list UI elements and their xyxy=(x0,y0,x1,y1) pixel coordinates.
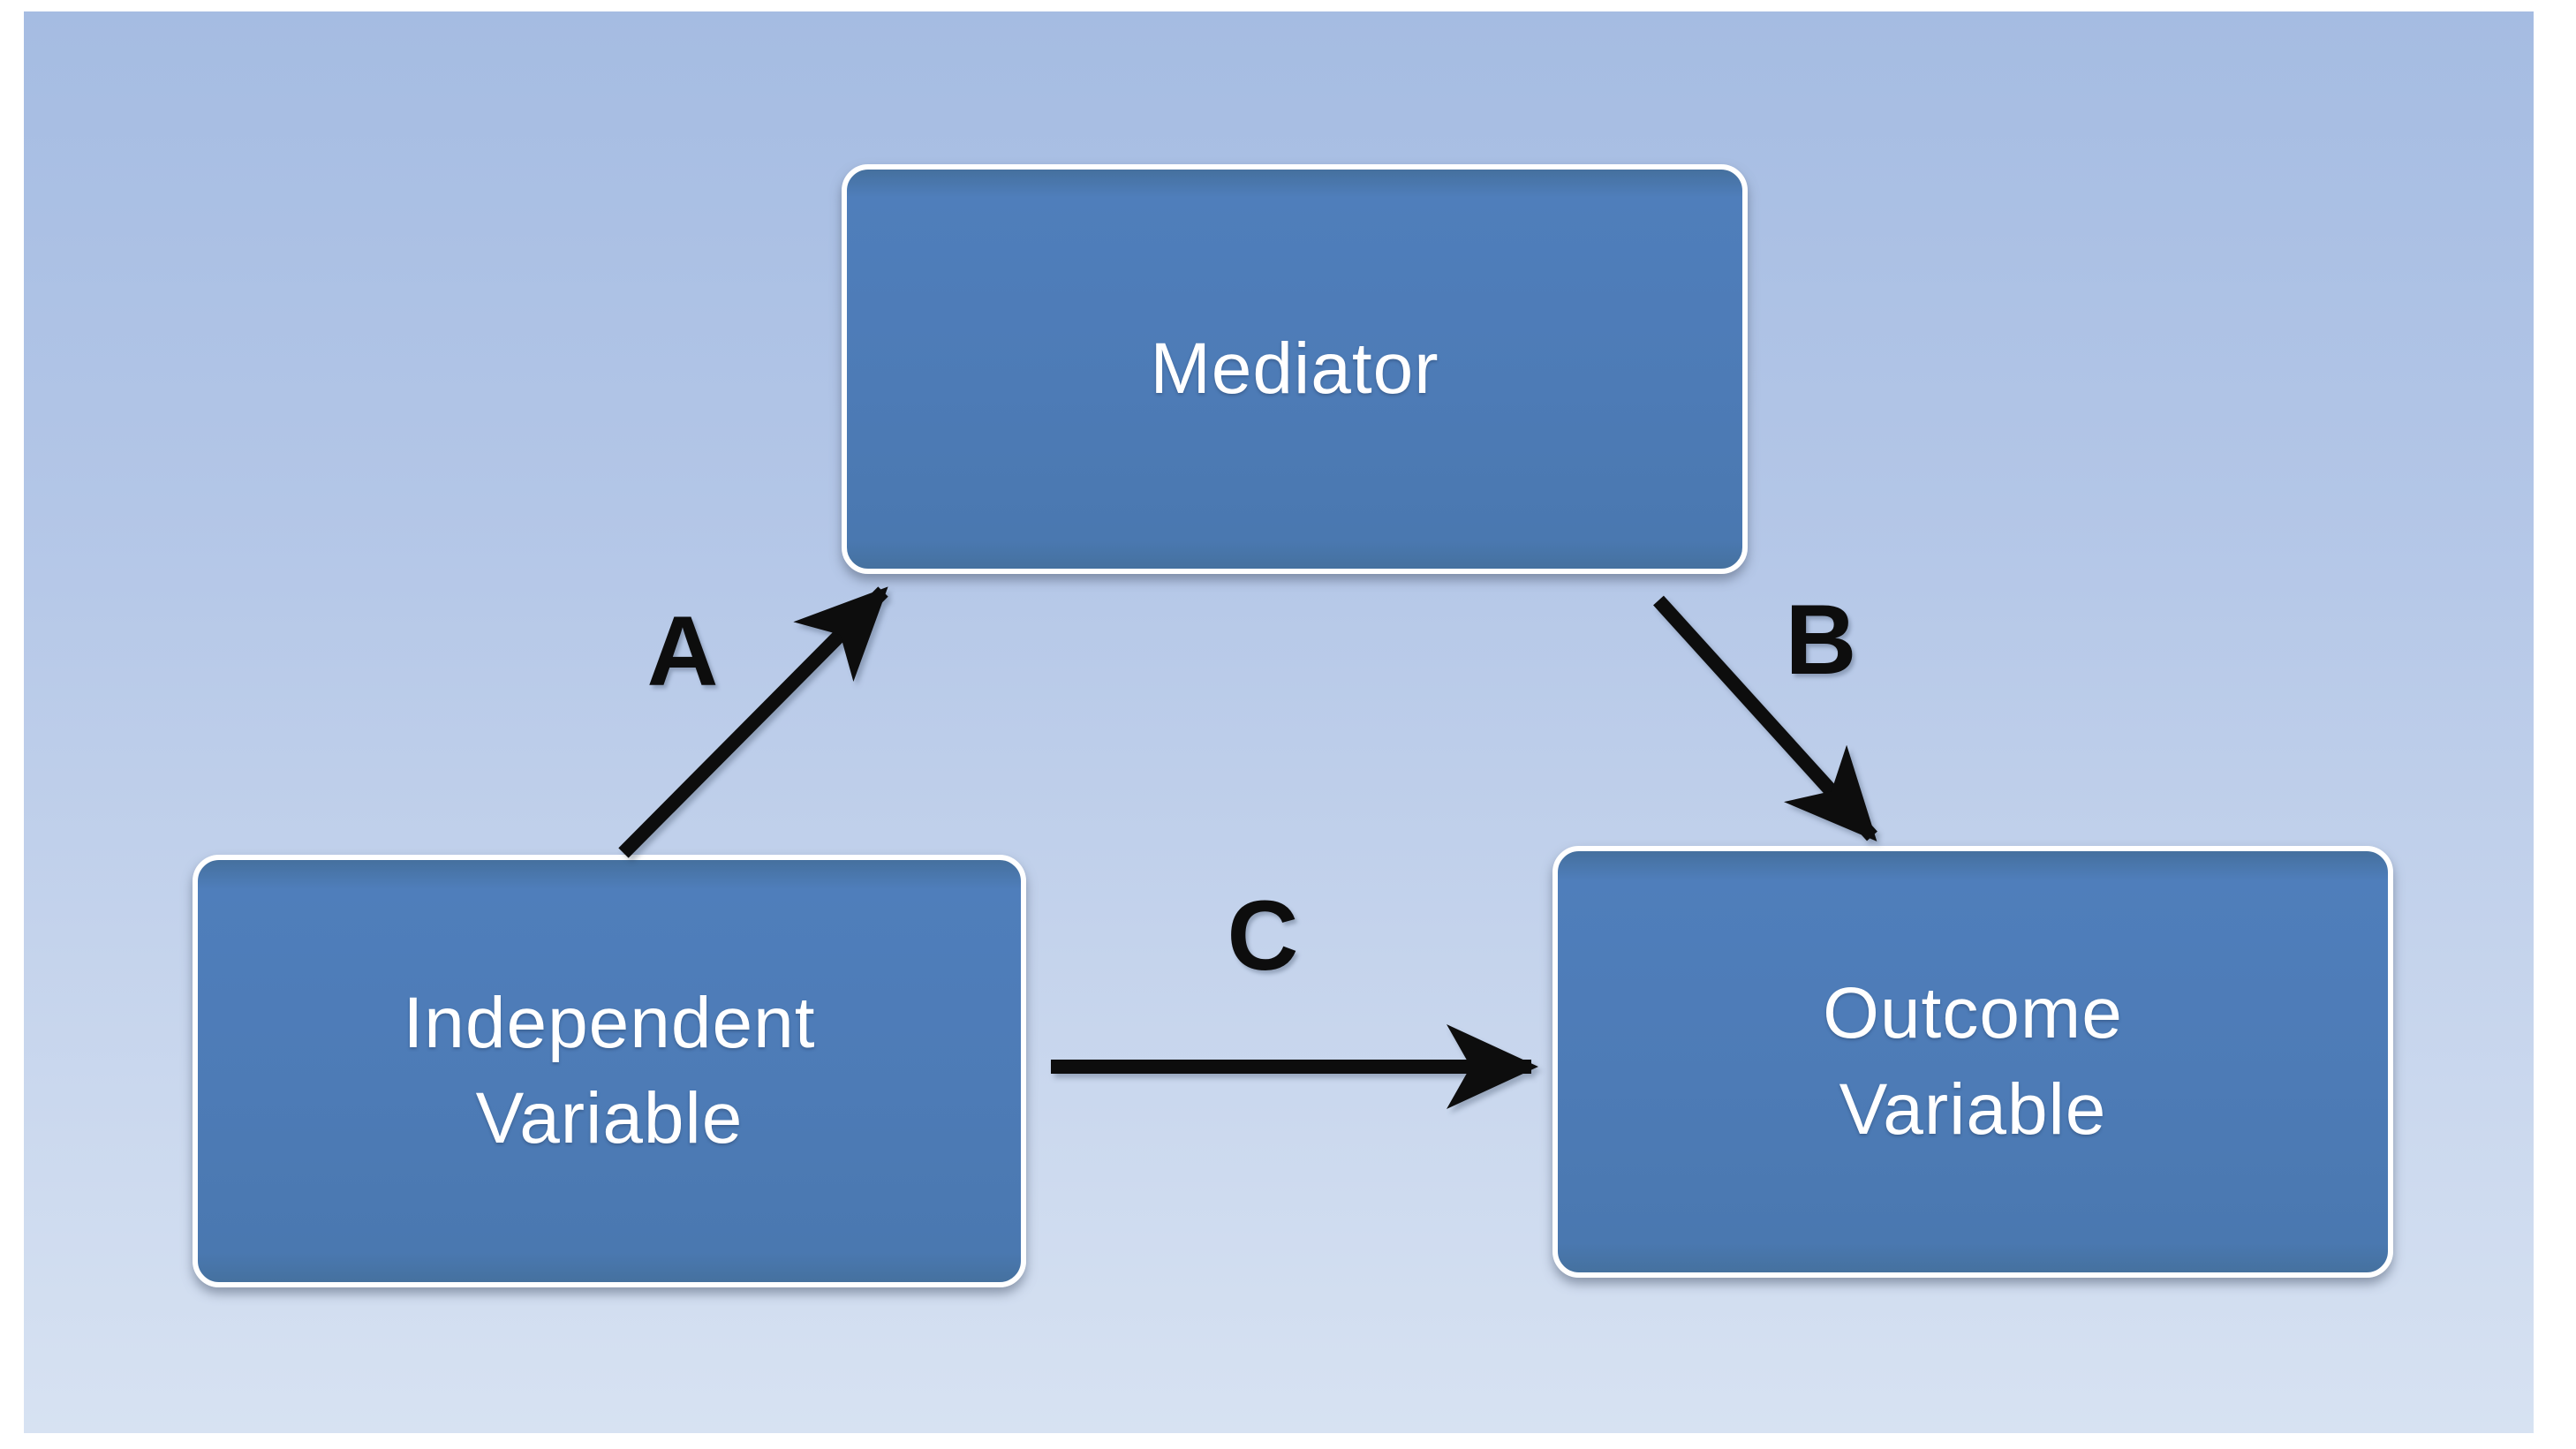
node-mediator-label: Mediator xyxy=(1150,328,1439,409)
node-independent-variable-label: Independent Variable xyxy=(403,982,816,1158)
node-outcome-variable-label: Outcome Variable xyxy=(1823,973,2123,1150)
node-outcome-variable: Outcome Variable xyxy=(1552,846,2393,1278)
node-independent-variable: Independent Variable xyxy=(193,855,1026,1287)
node-mediator: Mediator xyxy=(842,164,1748,574)
